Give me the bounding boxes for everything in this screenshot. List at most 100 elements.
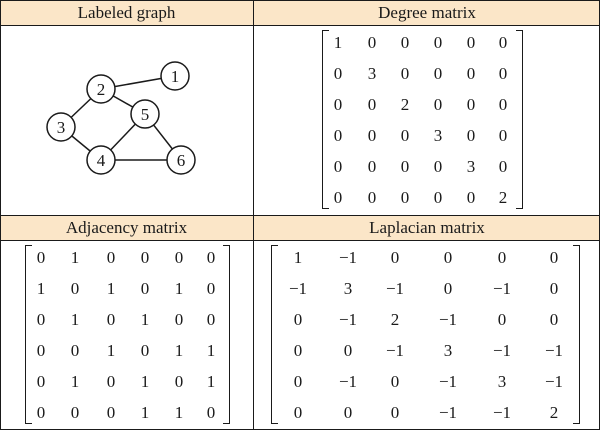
matrix-cell: −1	[338, 248, 358, 267]
matrix-cell: 1	[206, 341, 216, 360]
matrix-cell: −1	[288, 279, 308, 298]
matrix-cell: 0	[106, 372, 116, 391]
matrix-right-bracket	[223, 245, 230, 424]
matrix-cell: 0	[174, 248, 184, 267]
grid-line-header-1	[0, 25, 600, 26]
matrix-cell: 2	[498, 188, 508, 207]
matrix-cell: 0	[293, 403, 303, 422]
matrix-cell: 0	[293, 310, 303, 329]
matrix-cell: 1	[174, 403, 184, 422]
matrix-cell: 0	[498, 157, 508, 176]
matrix-cell: 0	[174, 372, 184, 391]
matrix-cell: 0	[140, 341, 150, 360]
matrix-cell: 0	[367, 157, 377, 176]
matrix-cell: 1	[106, 279, 116, 298]
matrix-cell: 0	[433, 188, 443, 207]
graph-node-4: 4	[86, 145, 116, 175]
labeled-graph-header: Labeled graph	[0, 0, 253, 25]
matrix-cell: 3	[367, 64, 377, 83]
matrix-cell: 1	[140, 372, 150, 391]
matrix-cell: 0	[106, 248, 116, 267]
graph-node-1: 1	[160, 61, 190, 91]
matrix-cell: 0	[206, 403, 216, 422]
matrix-cell: 0	[36, 248, 46, 267]
grid-line-top	[0, 0, 600, 1]
matrix-cell: −1	[544, 372, 564, 391]
matrix-cell: 0	[433, 33, 443, 52]
matrix-cell: 0	[333, 64, 343, 83]
degree-matrix-header: Degree matrix	[254, 0, 600, 25]
adjacency-matrix-header: Adjacency matrix	[0, 216, 253, 240]
matrix-cell: 0	[206, 310, 216, 329]
matrix-cell: 0	[293, 372, 303, 391]
matrix-right-bracket	[516, 30, 523, 209]
matrix-cell: 0	[400, 188, 410, 207]
matrix-cell: 0	[206, 248, 216, 267]
matrix-cell: 0	[466, 188, 476, 207]
matrix-cell: 0	[400, 33, 410, 52]
matrix-cell: 1	[174, 279, 184, 298]
matrix-cell: 0	[466, 64, 476, 83]
matrix-cell: 0	[36, 310, 46, 329]
grid-line-header-2	[0, 240, 600, 241]
matrix-cell: 0	[70, 279, 80, 298]
matrix-cell: 0	[400, 157, 410, 176]
matrix-cell: 1	[333, 33, 343, 52]
matrix-cell: −1	[438, 310, 458, 329]
matrix-cell: 2	[400, 95, 410, 114]
matrix-cell: 0	[549, 279, 559, 298]
matrix-cell: 0	[498, 126, 508, 145]
graph-node-label: 4	[97, 151, 106, 170]
matrix-cell: 0	[333, 157, 343, 176]
matrix-cell: 0	[333, 95, 343, 114]
matrix-cell: 0	[36, 341, 46, 360]
graph-node-label: 6	[177, 151, 186, 170]
matrix-cell: 0	[498, 64, 508, 83]
matrix-cell: 0	[433, 64, 443, 83]
matrix-cell: 1	[106, 341, 116, 360]
degree-matrix-title: Degree matrix	[378, 2, 476, 22]
matrix-cell: 0	[343, 341, 353, 360]
matrix-cell: −1	[438, 372, 458, 391]
matrix-cell: 3	[466, 157, 476, 176]
matrix-cell: −1	[492, 341, 512, 360]
matrix-cell: 0	[140, 248, 150, 267]
matrix-cell: 0	[367, 95, 377, 114]
matrix-cell: 0	[174, 310, 184, 329]
matrix-cell: 0	[343, 403, 353, 422]
matrix-cell: 0	[466, 33, 476, 52]
matrix-cell: 1	[70, 310, 80, 329]
graph-node-label: 2	[97, 80, 106, 99]
matrix-cell: −1	[492, 279, 512, 298]
matrix-cell: 0	[466, 126, 476, 145]
matrix-cell: 0	[390, 403, 400, 422]
matrix-cell: 0	[443, 279, 453, 298]
matrix-cell: 2	[549, 403, 559, 422]
matrix-cell: −1	[338, 310, 358, 329]
graph-node-6: 6	[166, 145, 196, 175]
matrix-cell: 1	[206, 372, 216, 391]
matrix-cell: −1	[438, 403, 458, 422]
matrix-right-bracket	[573, 245, 580, 424]
adjacency-matrix-title: Adjacency matrix	[65, 218, 188, 237]
matrix-cell: −1	[338, 372, 358, 391]
matrix-left-bracket	[25, 245, 32, 424]
matrix-cell: 1	[140, 403, 150, 422]
matrix-cell: 1	[140, 310, 150, 329]
matrix-cell: 0	[293, 341, 303, 360]
graph-node-5: 5	[130, 99, 160, 129]
matrix-cell: 0	[497, 248, 507, 267]
matrix-cell: 0	[367, 188, 377, 207]
grid-line-middle-1	[0, 215, 600, 216]
matrix-cell: 0	[549, 248, 559, 267]
matrix-cell: 0	[497, 310, 507, 329]
matrix-cell: 3	[443, 341, 453, 360]
matrix-cell: 0	[549, 310, 559, 329]
graph-node-label: 3	[57, 118, 66, 137]
matrix-cell: 0	[498, 33, 508, 52]
matrix-cell: 1	[70, 248, 80, 267]
matrix-cell: 0	[333, 188, 343, 207]
matrix-cell: 0	[390, 372, 400, 391]
